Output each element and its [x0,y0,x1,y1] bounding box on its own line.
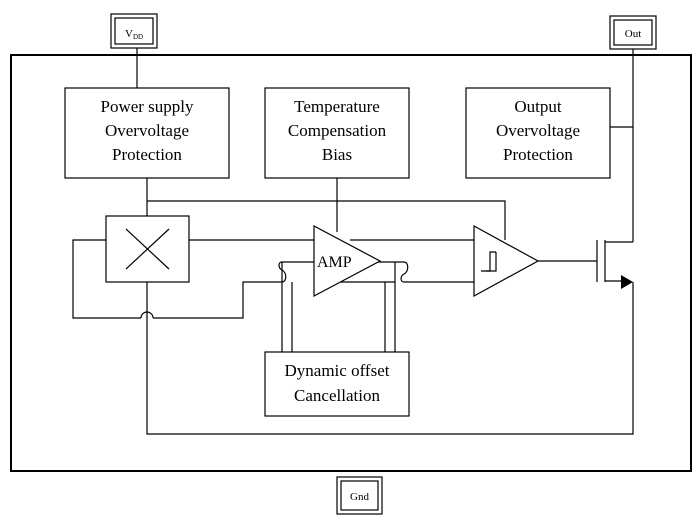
temperature-box [264,87,410,179]
power-supply-line-1: Power supply [100,97,194,116]
output-ovp-line-2: Overvoltage [496,121,580,140]
dynamic-offset-box [264,351,410,417]
dynamic-offset-block: Dynamic offset Cancellation [264,351,410,417]
power-supply-line-2: Overvoltage [105,121,189,140]
temperature-line-3: Bias [322,145,352,164]
power-supply-line-3: Protection [112,145,182,164]
hall-left-loop [72,239,141,319]
out-pin: Out [609,15,657,242]
amplifier-label: AMP [317,254,352,271]
hysteresis-icon [481,251,496,272]
power-supply-box [64,87,230,179]
comparator-triangle [473,224,540,298]
gnd-pin-frame [340,480,379,511]
gnd-pin-label: Gnd [350,491,369,503]
output-transistor [596,240,633,289]
schmitt-comparator [473,224,540,298]
hall-loop-return [153,281,282,319]
gnd-pin: Gnd [336,476,383,515]
output-ovp-box [465,87,611,179]
wiring [72,126,634,435]
vdd-pin: VDD [110,13,158,88]
hall-sensor-cell [105,215,190,283]
output-ovp-line-1: Output [514,97,562,116]
temperature-line-1: Temperature [294,97,380,116]
dynamic-offset-line-1: Dynamic offset [285,361,390,380]
vdd-pin-frame [114,17,154,45]
ground-return [146,282,634,435]
temperature-block: Temperature Compensation Bias [264,87,410,179]
supply-bus [147,200,506,240]
output-ovp-line-3: Protection [503,145,573,164]
out-pin-frame [613,19,653,46]
hall-sensor-cross-2 [125,228,170,270]
vdd-pin-label: VDD [125,28,143,41]
amp-to-comp-lower [395,261,474,283]
amplifier-triangle [313,225,382,297]
amplifier: AMP [313,225,382,297]
hysteresis-icon-return [486,252,497,272]
power-supply-block: Power supply Overvoltage Protection [64,87,230,179]
transistor-arrow-icon [621,275,633,289]
out-pin-label: Out [625,28,642,40]
output-ovp-block: Output Overvoltage Protection [465,87,611,179]
dynamic-offset-line-2: Cancellation [294,386,380,405]
temperature-line-2: Compensation [288,121,387,140]
